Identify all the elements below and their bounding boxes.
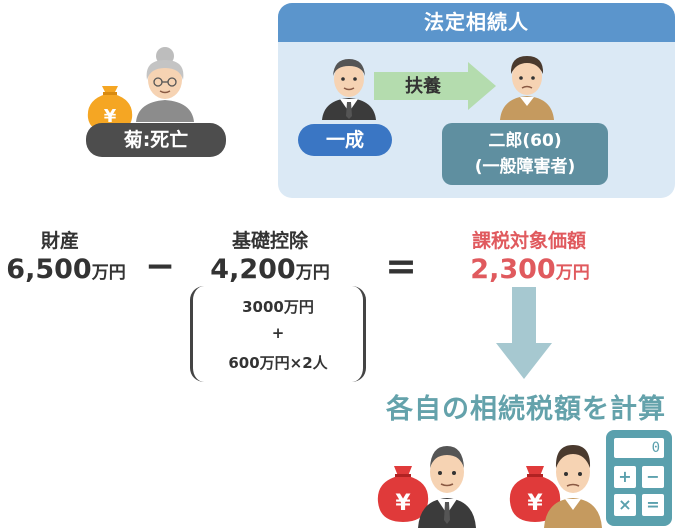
calculator-key-times: × — [614, 494, 636, 516]
heir-jiro-note: (一般障害者) — [474, 157, 576, 177]
heir-jiro-label: 二郎(60) (一般障害者) — [442, 123, 608, 185]
calculator-icon: 0 + − × = — [606, 430, 672, 526]
svg-text:¥: ¥ — [395, 491, 411, 516]
taxable-label: 課税対象価額 — [471, 230, 586, 252]
taxable-value: 2,300万円 — [450, 254, 610, 285]
svg-text:¥: ¥ — [104, 106, 117, 127]
deduction-breakdown-brace — [190, 286, 366, 382]
calculator-key-minus: − — [642, 466, 664, 488]
jiro-avatar-bottom-icon — [544, 445, 602, 528]
equals-sign: = — [385, 244, 417, 288]
heir-issei-label: 一成 — [298, 124, 392, 156]
yen-money-bag-icon: ¥ — [87, 86, 133, 132]
calculator-key-equals: = — [642, 494, 664, 516]
assets-number: 6,500 — [6, 254, 92, 285]
taxable-unit: 万円 — [555, 263, 590, 283]
breakdown-plus: + — [271, 324, 285, 342]
breakdown-line1: 3000万円 — [242, 298, 314, 316]
taxable-number: 2,300 — [470, 254, 556, 285]
svg-text:¥: ¥ — [527, 491, 543, 516]
assets-value: 6,500万円 — [0, 254, 132, 285]
yen-money-bag-red-icon-2: ¥ — [509, 466, 561, 522]
calculator-key-plus: + — [614, 466, 636, 488]
breakdown-line3: 600万円×2人 — [228, 354, 328, 372]
result-title: 各自の相続税額を計算 — [386, 394, 666, 425]
kiku-avatar-icon — [136, 47, 194, 122]
deduction-number: 4,200 — [210, 254, 296, 285]
calculator-display: 0 — [614, 438, 664, 458]
issei-avatar-icon — [322, 59, 376, 120]
support-arrow — [374, 62, 496, 110]
minus-sign: − — [144, 246, 176, 287]
deduction-unit: 万円 — [295, 263, 330, 283]
heir-jiro-name: 二郎(60) — [488, 131, 562, 151]
assets-label: 財産 — [40, 230, 79, 252]
assets-unit: 万円 — [91, 263, 126, 283]
issei-avatar-bottom-icon — [418, 446, 476, 528]
deceased-label: 菊:死亡 — [86, 123, 226, 157]
down-arrow — [496, 287, 552, 379]
deduction-value: 4,200万円 — [200, 254, 340, 285]
heirs-panel-title: 法定相続人 — [278, 3, 675, 42]
jiro-avatar-icon — [500, 56, 554, 120]
support-label: 扶養 — [405, 76, 441, 97]
yen-money-bag-red-icon: ¥ — [377, 466, 429, 522]
deduction-label: 基礎控除 — [231, 230, 308, 252]
